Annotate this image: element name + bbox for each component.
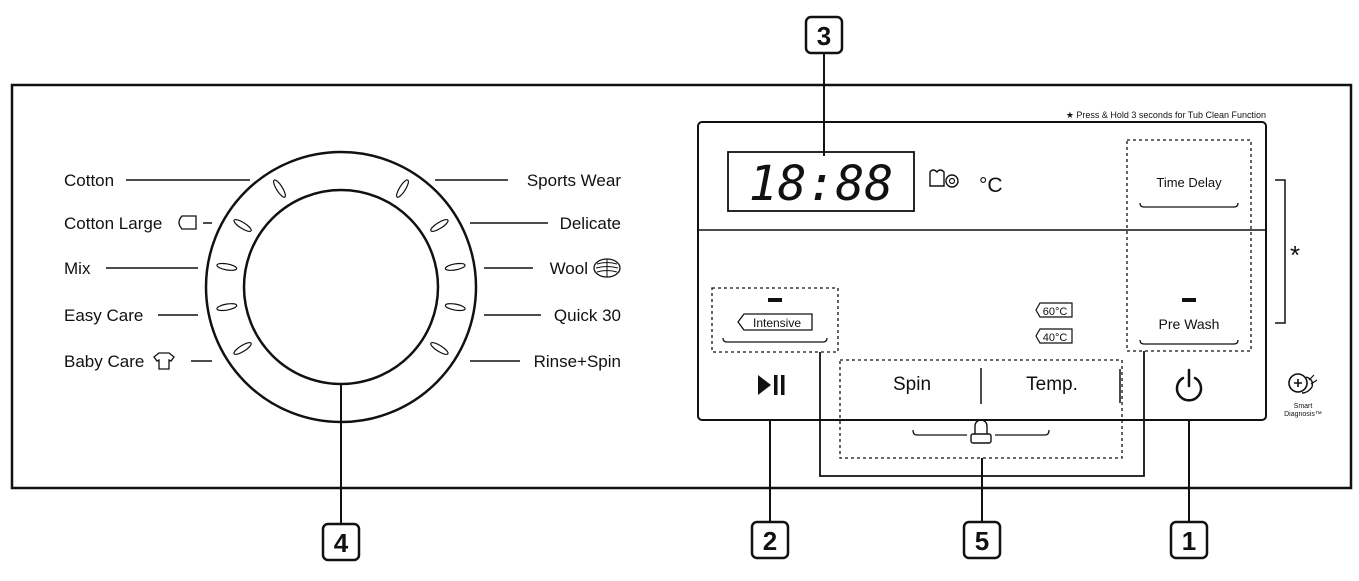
display-time: 18:88 [749, 156, 894, 212]
dial-mark [430, 219, 449, 232]
child-lock-bracket-left [912, 429, 967, 436]
program-label-mix[interactable]: Mix [64, 259, 91, 278]
dial-outer-ring [204, 150, 478, 424]
control-panel-frame [10, 83, 1353, 490]
child-lock-icon [970, 419, 992, 444]
program-label-sports-wear[interactable]: Sports Wear [527, 171, 622, 190]
tub-clean-bracket [1275, 179, 1286, 324]
wool-icon [593, 258, 621, 278]
pre-wash-indicator [1182, 298, 1196, 302]
program-label-easy-care[interactable]: Easy Care [64, 306, 143, 325]
soil-level-icon [929, 169, 959, 188]
temp-badge-60 [1035, 302, 1073, 318]
dial-mark [233, 342, 252, 355]
dial-mark [444, 303, 466, 312]
callout-5: 5 [975, 526, 989, 556]
program-label-delicate[interactable]: Delicate [560, 214, 621, 233]
intensive-button-group [711, 287, 839, 353]
intensive-badge [737, 313, 813, 331]
intensive-bracket [722, 337, 828, 343]
callout-2: 2 [763, 526, 777, 556]
tub-clean-star: * [1290, 240, 1300, 270]
dial-indicator-marks [216, 179, 466, 355]
dial-mark [430, 342, 449, 355]
dial-knob[interactable] [242, 188, 440, 386]
program-label-quick-30[interactable]: Quick 30 [554, 306, 621, 325]
programs-right: Sports Wear Delicate Wool Quick 30 Rinse… [435, 171, 621, 371]
time-delay-bracket [1139, 202, 1239, 208]
tub-clean-button-group [1126, 139, 1252, 352]
power-icon[interactable] [1175, 368, 1203, 402]
dial-mark [216, 262, 238, 271]
program-dial[interactable] [204, 150, 478, 424]
cotton-large-icon [178, 215, 197, 230]
smart-diagnosis-icon [1288, 373, 1318, 394]
callout-5-box [962, 520, 1002, 560]
dial-mark [233, 219, 252, 232]
spin-temp-button-group [839, 359, 1123, 459]
callout-2-box [750, 520, 790, 560]
dial-mark [396, 179, 409, 198]
program-label-rinse-spin[interactable]: Rinse+Spin [534, 352, 621, 371]
pre-wash-button[interactable]: Pre Wash [1159, 316, 1220, 332]
program-label-cotton[interactable]: Cotton [64, 171, 114, 190]
temp-badge-60-label: 60°C [1043, 306, 1068, 318]
programs-left: Cotton Cotton Large Mix Easy Care Baby C… [64, 171, 250, 371]
callout-1-box [1169, 520, 1209, 560]
program-label-baby-care[interactable]: Baby Care [64, 352, 144, 371]
callout-3: 3 [817, 21, 831, 51]
temp-badge-40-label: 40°C [1043, 332, 1068, 344]
callout-4: 4 [334, 528, 349, 558]
temp-button[interactable]: Temp. [1026, 374, 1078, 395]
callout-4-box [321, 522, 361, 562]
child-lock-bracket-right [995, 429, 1050, 436]
time-delay-button[interactable]: Time Delay [1156, 175, 1222, 190]
callout-1: 1 [1182, 526, 1196, 556]
play-pause-icon[interactable] [758, 375, 785, 395]
program-label-cotton-large[interactable]: Cotton Large [64, 214, 162, 233]
pre-wash-bracket [1139, 339, 1239, 345]
dial-mark [273, 179, 286, 198]
baby-care-icon [153, 352, 175, 370]
smart-diagnosis-label-line1: Smart [1294, 403, 1313, 410]
temp-badge-40 [1035, 328, 1073, 344]
dial-mark [444, 262, 466, 271]
digital-display [727, 151, 915, 212]
spin-button[interactable]: Spin [893, 374, 931, 395]
program-label-wool[interactable]: Wool [550, 259, 588, 278]
smart-diagnosis-label-line2: Diagnosis™ [1284, 411, 1322, 418]
intensive-button[interactable]: Intensive [753, 316, 801, 330]
tub-clean-note: ★ Press & Hold 3 seconds for Tub Clean F… [1066, 110, 1266, 120]
intensive-indicator [768, 298, 782, 302]
display-temp-unit: °C [979, 174, 1003, 197]
dial-mark [216, 303, 238, 312]
callout-5-connector [819, 351, 1145, 477]
